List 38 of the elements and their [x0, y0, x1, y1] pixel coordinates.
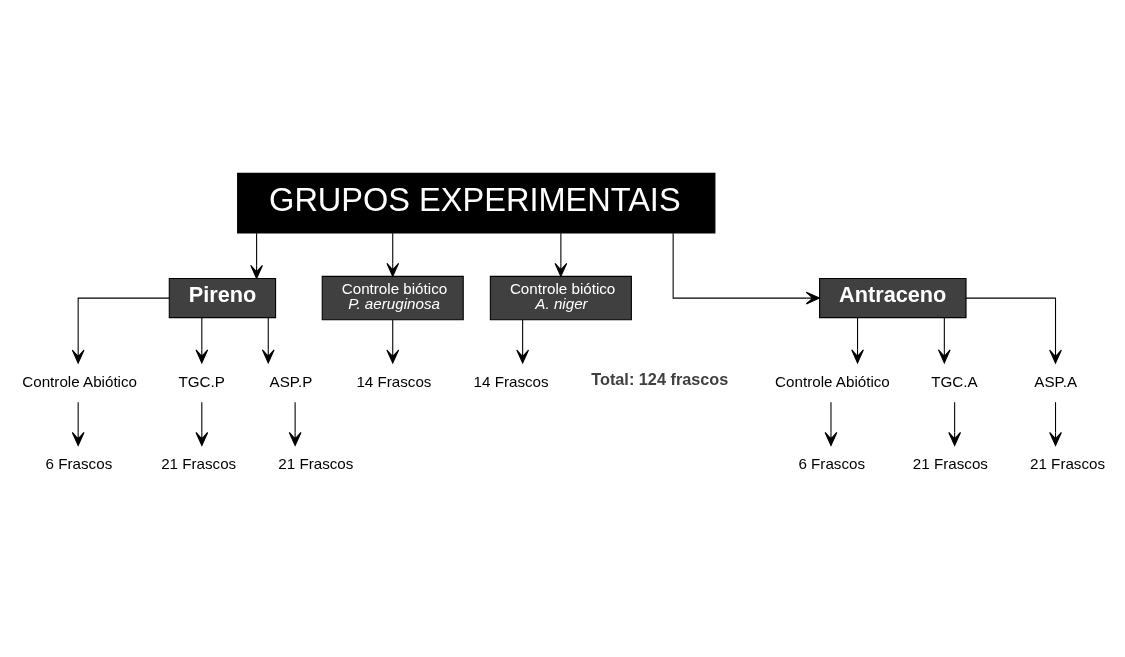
- arrow: [71, 401, 85, 446]
- node-text: ASP.P: [269, 372, 313, 390]
- node-text: TGC.A: [931, 372, 978, 390]
- node-text: 21 Frascos: [278, 454, 354, 472]
- node-text: Controle Abiótico: [775, 372, 890, 390]
- arrow: [948, 401, 962, 446]
- arrow: [386, 232, 400, 277]
- node-box: Pireno: [168, 277, 277, 318]
- node-text: 21 Frascos: [1030, 454, 1106, 472]
- node-box: GRUPOS EXPERIMENTAIS: [237, 172, 716, 234]
- node-text: 14 Frascos: [473, 372, 549, 390]
- arrow: [195, 316, 209, 363]
- arrow: [250, 232, 263, 279]
- arrow: [288, 401, 302, 446]
- arrow: [851, 316, 864, 363]
- arrow: [71, 297, 170, 364]
- arrow: [516, 318, 530, 364]
- node-text: 21 Frascos: [161, 454, 237, 472]
- node-text: TGC.P: [178, 372, 225, 390]
- node-text: 14 Frascos: [356, 372, 432, 390]
- node-text: 21 Frascos: [912, 454, 988, 472]
- arrow: [554, 232, 568, 277]
- arrow: [672, 232, 820, 304]
- node-box: Antraceno: [819, 277, 967, 318]
- arrow: [937, 316, 951, 363]
- node-box: Controle biótico P. aeruginosa: [321, 275, 464, 320]
- node-text: 6 Frascos: [45, 454, 113, 472]
- arrow: [824, 401, 838, 446]
- arrow: [965, 297, 1062, 364]
- node-box: Controle biótico A. niger: [489, 275, 632, 320]
- arrow: [1049, 401, 1062, 446]
- arrow: [261, 316, 275, 363]
- node-text: Controle Abiótico: [22, 372, 137, 390]
- node-text: ASP.A: [1034, 372, 1078, 390]
- arrow: [195, 401, 209, 446]
- label: Total: 124 frascos: [591, 369, 729, 388]
- node-text: 6 Frascos: [798, 454, 866, 472]
- arrow: [386, 318, 400, 364]
